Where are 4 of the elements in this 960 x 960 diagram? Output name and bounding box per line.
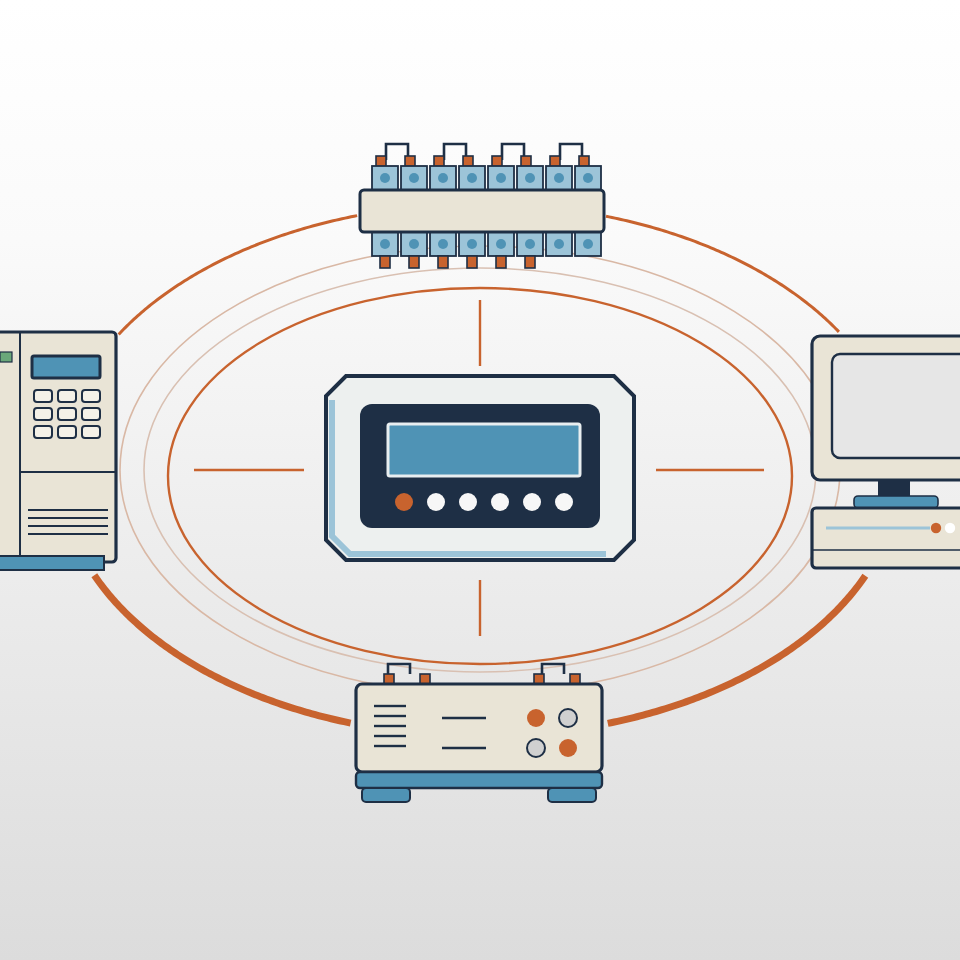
- connection-line: [91, 573, 352, 727]
- connection-line: [605, 214, 840, 333]
- connection-line: [607, 573, 869, 727]
- connection-line: [117, 214, 358, 336]
